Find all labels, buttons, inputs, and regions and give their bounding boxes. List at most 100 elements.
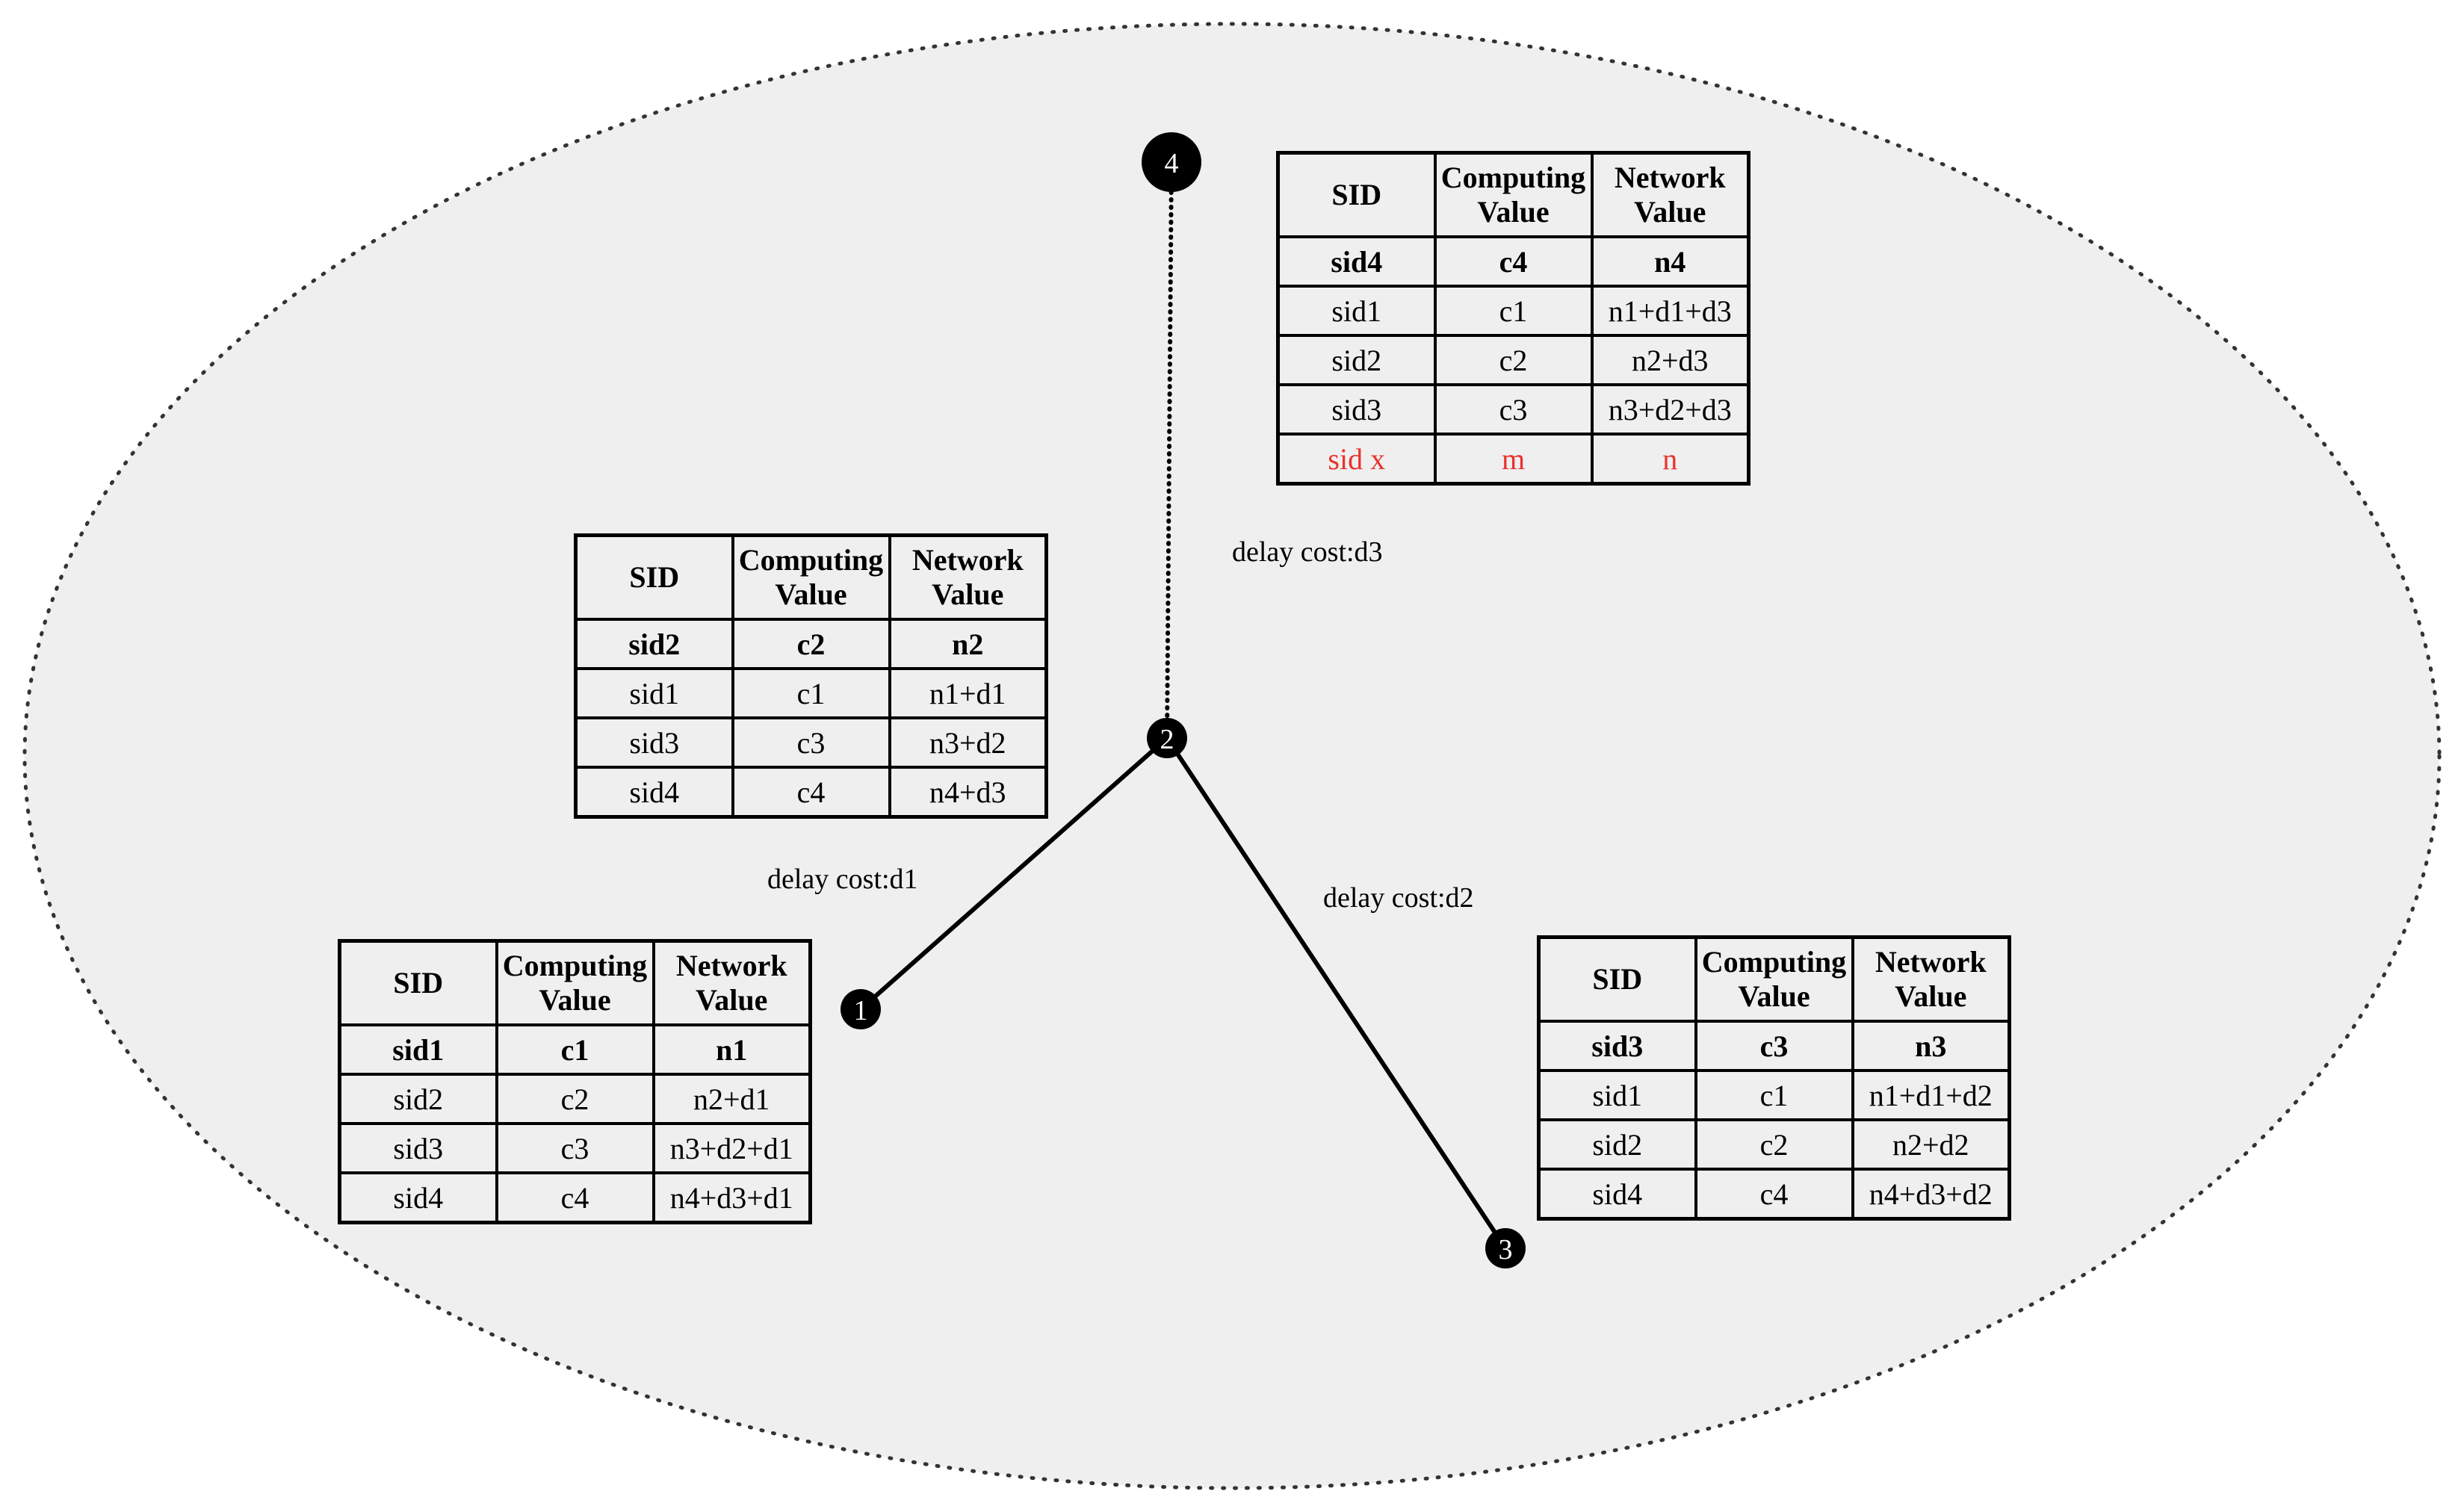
computing-value-cell: c4 <box>1433 235 1594 288</box>
sid-cell: sid2 <box>574 618 734 670</box>
link-label-2-3: delay cost:d2 <box>1323 882 1474 914</box>
computing-value-cell: c3 <box>731 716 891 769</box>
computing-value-cell: c4 <box>1694 1168 1854 1221</box>
link-2-3 <box>1165 736 1508 1251</box>
network-value-cell: n1+d1+d2 <box>1851 1069 2011 1121</box>
sid-cell: sid4 <box>338 1171 498 1224</box>
computing-value-cell: c1 <box>731 667 891 719</box>
sid-header: SID <box>1276 151 1437 238</box>
sid-cell: sid1 <box>338 1023 498 1076</box>
node-1: 1 <box>841 989 881 1029</box>
link-label-2-4: delay cost:d3 <box>1232 536 1383 568</box>
sid-cell: sid4 <box>574 766 734 819</box>
sid-cell: sid2 <box>338 1073 498 1125</box>
link-2-1 <box>858 736 1169 1011</box>
network-value-cell: n1 <box>651 1023 812 1076</box>
network-value-cell: n2+d3 <box>1590 334 1751 386</box>
computing-value-cell: c4 <box>731 766 891 819</box>
network-value-cell: n4+d3+d2 <box>1851 1168 2011 1221</box>
node-3: 3 <box>1485 1228 1526 1268</box>
computing-value-cell: c2 <box>495 1073 655 1125</box>
computing-value-cell: c1 <box>1433 285 1594 337</box>
computing-value-cell: c4 <box>495 1171 655 1224</box>
computing-value-cell: c2 <box>1694 1118 1854 1171</box>
node-circle-4 <box>1142 132 1201 192</box>
computing-value-cell: c2 <box>731 618 891 670</box>
sid-cell: sid1 <box>1276 285 1437 337</box>
computing-value-cell: c1 <box>1694 1069 1854 1121</box>
link-2-4 <box>1165 160 1174 740</box>
link-label-2-1: delay cost:d1 <box>767 864 918 895</box>
nodes-layer: 1 2 3 4 <box>841 132 1526 1268</box>
network-value-cell: n4 <box>1590 235 1751 288</box>
sid-cell: sid1 <box>1537 1069 1697 1121</box>
computing-value-cell: c3 <box>1694 1020 1854 1072</box>
network-value-cell: n2+d2 <box>1851 1118 2011 1171</box>
computing-value-cell: c1 <box>495 1023 655 1076</box>
sid-cell: sid2 <box>1276 334 1437 386</box>
network-value-cell: n1+d1 <box>888 667 1048 719</box>
domain-ellipse <box>22 22 2442 1490</box>
sid-cell: sid4 <box>1537 1168 1697 1221</box>
node-circle-1 <box>841 989 881 1029</box>
network-value-cell: n1+d1+d3 <box>1590 285 1751 337</box>
network-value-cell: n3+d2+d1 <box>651 1122 812 1174</box>
computing-value-cell: c2 <box>1433 334 1594 386</box>
sid-header: SID <box>338 939 498 1026</box>
network-value-cell: n2+d1 <box>651 1073 812 1125</box>
node-circle-3 <box>1485 1228 1526 1268</box>
sid-cell: sid1 <box>574 667 734 719</box>
node-2: 2 <box>1147 718 1187 758</box>
node-label-3: 3 <box>1499 1234 1513 1265</box>
sid-cell: sid3 <box>338 1122 498 1174</box>
network-value-cell: n2 <box>888 618 1048 670</box>
sid-cell: sid x <box>1276 433 1437 486</box>
network-value-cell: n4+d3 <box>888 766 1048 819</box>
network-value-cell: n4+d3+d1 <box>651 1171 812 1224</box>
computing-value-cell: m <box>1433 433 1594 486</box>
sid-header: SID <box>1537 935 1697 1023</box>
node-label-2: 2 <box>1160 724 1174 755</box>
node-circle-2 <box>1147 718 1187 758</box>
computing-value-cell: c3 <box>1433 383 1594 436</box>
computing-value-cell: c3 <box>495 1122 655 1174</box>
node-4: 4 <box>1142 132 1201 192</box>
network-value-cell: n3+d2+d3 <box>1590 383 1751 436</box>
sid-cell: sid4 <box>1276 235 1437 288</box>
sid-header: SID <box>574 533 734 621</box>
